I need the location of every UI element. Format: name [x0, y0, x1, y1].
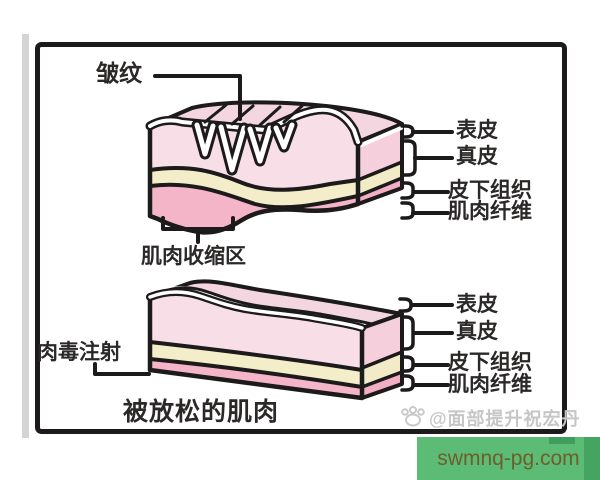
bottom-block-side-muscle — [362, 372, 402, 398]
relaxed-muscle-label: 被放松的肌肉 — [123, 398, 280, 426]
top-block-side-muscle — [358, 178, 402, 204]
top-block-epidermis-edge — [148, 107, 360, 144]
injection-leader-line — [93, 362, 151, 376]
bottom-layer-label-muscle-fiber: 肌肉纤维 — [448, 373, 532, 396]
botox-injection-label: 肉毒注射 — [37, 341, 121, 364]
contraction-zone-label: 肌肉收缩区 — [141, 245, 246, 268]
url-banner: swmnq-pg.com — [417, 437, 600, 480]
left-gray-strip — [22, 34, 29, 438]
bottom-top-face-line — [160, 286, 374, 326]
top-block-boundary-subcut — [148, 165, 360, 192]
bottom-skin-block — [93, 279, 454, 401]
top-block-side-epidermis — [357, 126, 403, 148]
banner-dark-edge — [584, 437, 600, 480]
top-layer-label-muscle-fiber: 肌肉纤维 — [448, 200, 532, 223]
url-banner-text: swmnq-pg.com — [437, 446, 580, 470]
watermark-text: @面部提升祝宏丹 — [429, 409, 581, 429]
top-layer-label-subcutaneous: 皮下组织 — [448, 179, 532, 202]
wrinkle-leader-line — [153, 74, 242, 121]
bottom-block-side-lines — [360, 350, 404, 389]
bottom-block-side-subcutaneous — [362, 352, 402, 387]
contraction-bracket — [161, 216, 235, 244]
top-block-muscle — [150, 184, 358, 233]
banner-dark-tab — [549, 437, 575, 444]
paw-icon — [401, 406, 425, 427]
top-block-leader-lines — [411, 130, 454, 215]
top-face-fold-lines — [203, 103, 304, 127]
top-block-side-lines — [356, 160, 404, 198]
wrinkle-folds — [191, 119, 298, 176]
wrinkle-label: 皱纹 — [96, 60, 142, 86]
top-layer-label-epidermis: 表皮 — [456, 119, 498, 142]
bottom-layer-label-subcutaneous: 皮下组织 — [448, 351, 532, 374]
bottom-block-epidermis-edge — [148, 290, 364, 330]
bottom-block-boundary-subcut — [148, 340, 364, 372]
top-block-side-subcutaneous — [358, 162, 402, 196]
top-skin-block — [145, 74, 454, 244]
bottom-block-leader-lines — [410, 303, 454, 387]
bottom-block-boundary-muscle — [148, 357, 364, 389]
bottom-layer-label-dermis: 真皮 — [456, 320, 498, 343]
bottom-block-muscle — [150, 359, 362, 398]
bottom-block-subcutaneous — [150, 342, 362, 387]
top-block-boundary-muscle — [148, 182, 360, 210]
bottom-layer-label-epidermis: 表皮 — [456, 293, 498, 316]
top-layer-label-dermis: 真皮 — [456, 145, 498, 168]
